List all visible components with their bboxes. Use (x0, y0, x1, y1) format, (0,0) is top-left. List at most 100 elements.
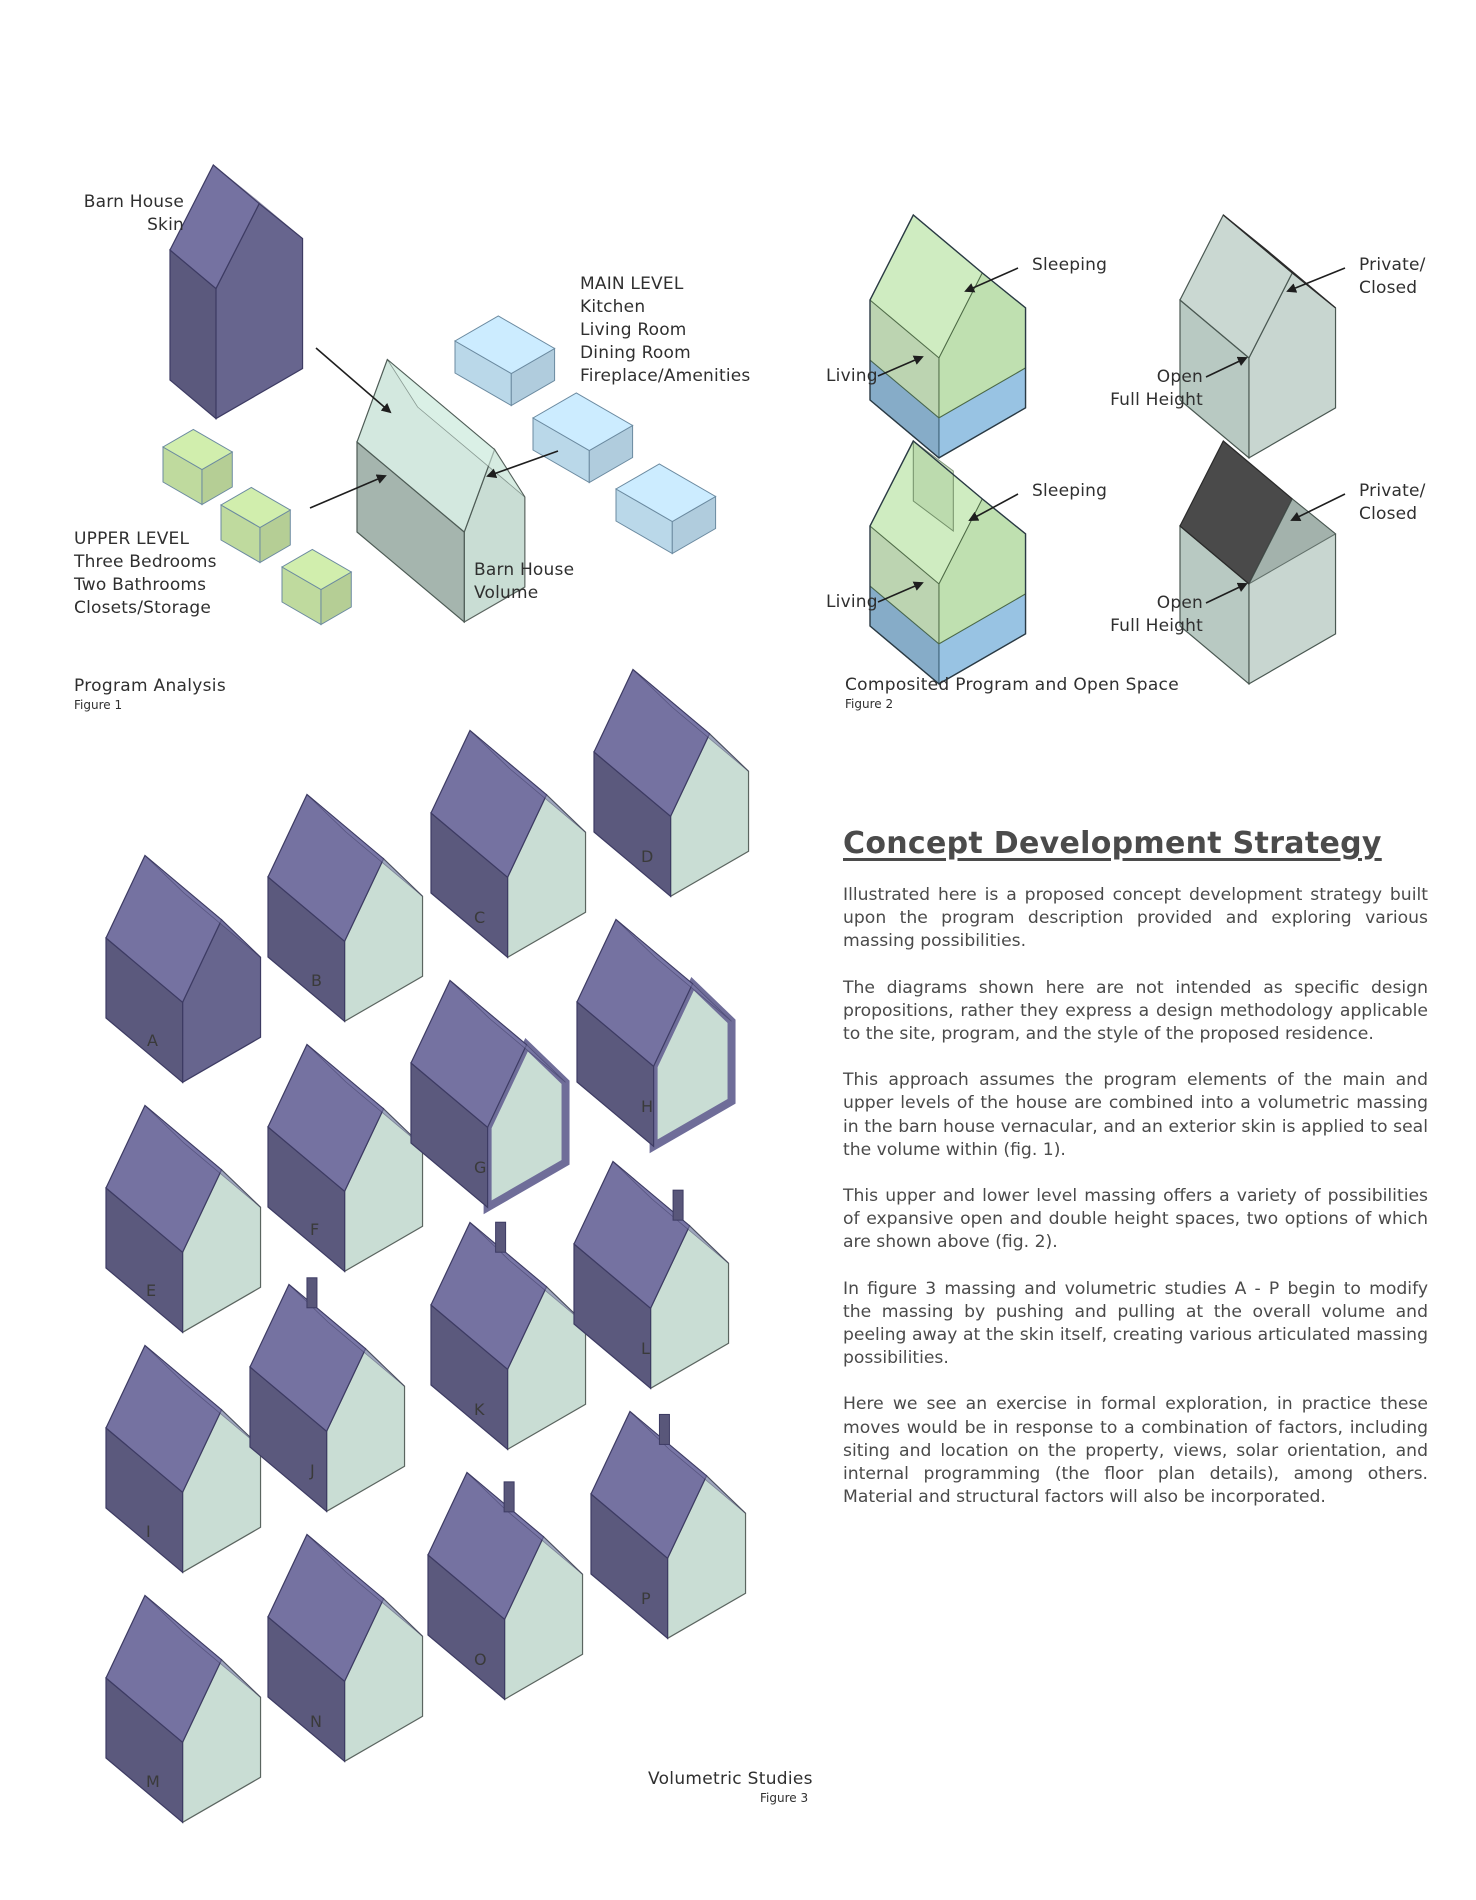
study-label-b: B (311, 971, 322, 990)
main-level-box (615, 463, 717, 555)
figure-3-caption: Volumetric Studies (648, 1769, 813, 1789)
box-top (615, 463, 717, 523)
study-label-c: C (474, 908, 486, 927)
roof-far-slope (449, 980, 566, 1083)
composited-program-figure (869, 213, 1346, 686)
open-arrow (1205, 356, 1248, 378)
study-massing-a (105, 854, 262, 1084)
study-label-f: F (310, 1220, 320, 1239)
private-arrow (1290, 493, 1346, 521)
private-roof (1222, 214, 1336, 309)
study-label-j: J (310, 1461, 315, 1480)
figure-1-number: Figure 1 (74, 698, 123, 712)
figure-2-caption: Composited Program and Open Space (845, 675, 1179, 695)
section-heading: Concept Development Strategy (843, 826, 1382, 861)
upper-level-box (281, 548, 353, 626)
study-label-l: L (641, 1339, 650, 1358)
stacked-house-bottom (869, 439, 1027, 685)
box-top (281, 548, 353, 591)
study-label-n: N (310, 1712, 322, 1731)
skin-label: Barn House Skin (83, 192, 184, 235)
roof-far-slope (288, 1284, 405, 1387)
roof-far-slope (144, 1595, 261, 1698)
open-house-bottom (1179, 440, 1337, 686)
private-label-bottom: Private/ Closed (1359, 481, 1426, 524)
skin-arrow (315, 347, 392, 414)
upper-arrow (309, 474, 387, 509)
volumetric-studies-figure (105, 668, 750, 1824)
box-top (162, 428, 234, 471)
chimney (658, 1413, 670, 1445)
living-arrow (877, 581, 924, 603)
main-level-label: MAIN LEVEL Kitchen Living Room Dining Ro… (580, 274, 751, 386)
main-level-box (454, 315, 556, 407)
study-massing-b (267, 793, 424, 1023)
barn-skin (169, 164, 304, 420)
sleeping-loft (912, 440, 954, 532)
body-text: Illustrated here is a proposed concept d… (843, 884, 1428, 1532)
study-massing-l (573, 1160, 730, 1390)
open-house-top (1179, 214, 1337, 460)
roof-far-slope (144, 855, 261, 958)
roof-far-slope (629, 1411, 746, 1514)
figure-2-number: Figure 2 (845, 697, 894, 711)
chimney (306, 1277, 318, 1309)
roof-far-slope (386, 359, 526, 498)
main-arrow (486, 450, 559, 479)
outline (869, 439, 1027, 685)
paragraph: In figure 3 massing and volumetric studi… (843, 1278, 1428, 1369)
study-label-p: P (641, 1589, 651, 1608)
study-massing-e (105, 1104, 262, 1334)
sleeping-arrow (968, 493, 1019, 521)
roof-far-slope (213, 164, 303, 239)
study-label-d: D (641, 847, 654, 866)
figure-1-caption: Program Analysis (74, 676, 226, 696)
barn-volume (356, 358, 526, 624)
paragraph: The diagrams shown here are not intended… (843, 977, 1428, 1045)
study-label-i: I (146, 1522, 151, 1541)
roof-far-slope (469, 730, 586, 833)
outline (869, 213, 1027, 459)
private-label-top: Private/ Closed (1359, 255, 1426, 298)
study-massing-c (430, 729, 587, 959)
box-top (220, 486, 292, 529)
roof-far-slope (144, 1105, 261, 1208)
program-analysis-figure (162, 164, 717, 626)
study-massing-o (427, 1471, 584, 1701)
figure-3-number: Figure 3 (760, 1791, 809, 1805)
upper-level-label: UPPER LEVEL Three Bedrooms Two Bathrooms… (74, 529, 217, 618)
study-massing-n (267, 1533, 424, 1763)
open-arrow (1205, 582, 1248, 604)
volume-label: Barn House Volume (474, 560, 575, 603)
stacked-house-top (869, 213, 1027, 459)
roof-far-slope (306, 1534, 423, 1637)
roof-far-slope (466, 1472, 583, 1575)
study-massing-k (430, 1221, 587, 1451)
study-massing-d (593, 668, 750, 898)
study-massing-h (576, 918, 736, 1154)
main-level-box (532, 392, 634, 484)
study-label-a: A (147, 1031, 158, 1050)
sleeping-arrow (964, 267, 1019, 293)
study-label-h: H (641, 1097, 654, 1116)
roof-far-slope (306, 794, 423, 897)
box-top (454, 315, 556, 375)
chimney (503, 1481, 515, 1513)
sleeping-label-bottom: Sleeping (1032, 481, 1108, 501)
study-massing-j (249, 1277, 406, 1513)
study-label-m: M (146, 1772, 160, 1791)
roof-far-slope (632, 669, 749, 772)
gable-top (1247, 498, 1337, 586)
study-massing-f (267, 1043, 424, 1273)
study-label-e: E (146, 1281, 157, 1300)
paragraph: This upper and lower level massing offer… (843, 1186, 1428, 1253)
upper-level-box (162, 428, 234, 506)
box-top (532, 392, 634, 452)
roof-far-slope (615, 919, 732, 1022)
upper-level-box (220, 486, 292, 564)
private-arrow (1286, 267, 1346, 293)
sleeping-label-top: Sleeping (1032, 255, 1108, 275)
paragraph: Illustrated here is a proposed concept d… (843, 885, 1428, 952)
paragraph: Here we see an exercise in formal explor… (843, 1394, 1428, 1508)
